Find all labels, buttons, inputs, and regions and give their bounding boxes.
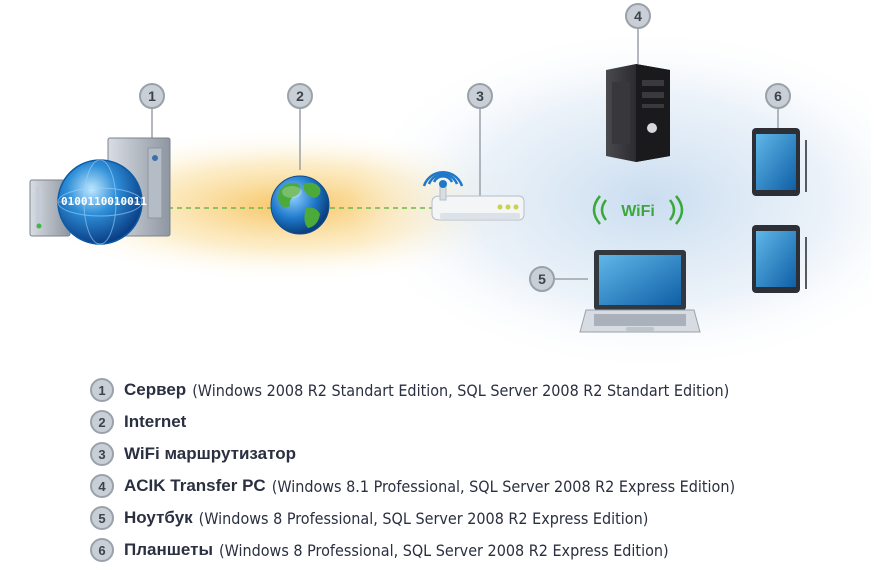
globe-icon — [270, 175, 330, 235]
laptop-icon — [579, 250, 701, 333]
legend-number: 3 — [90, 442, 114, 466]
legend-number: 1 — [90, 378, 114, 402]
legend-detail: (Windows 8 Professional, SQL Server 2008… — [218, 540, 669, 560]
badge-laptop: 5 — [529, 266, 555, 292]
tablet-icon — [752, 225, 807, 293]
legend-number: 2 — [90, 410, 114, 434]
badge-tablets: 6 — [765, 83, 791, 109]
desktop-tower-icon — [606, 64, 670, 162]
badge-desktop: 4 — [625, 3, 651, 29]
legend-item: 5 Ноутбук (Windows 8 Professional, SQL S… — [90, 502, 850, 534]
legend-item: 3 WiFi маршрутизатор — [90, 438, 850, 470]
legend-detail: (Windows 8 Professional, SQL Server 2008… — [198, 508, 649, 528]
server-binary-text: 0100110010011 — [61, 195, 147, 208]
tablet-icon — [752, 128, 807, 196]
legend-name: ACIK Transfer PC — [124, 476, 266, 495]
legend-name: Планшеты — [124, 540, 213, 559]
wifi-signal: WiFi — [592, 195, 684, 225]
legend-detail: (Windows 8.1 Professional, SQL Server 20… — [271, 476, 736, 496]
legend: 1 Сервер (Windows 2008 R2 Standart Editi… — [90, 374, 850, 566]
legend-name: Internet — [124, 412, 187, 431]
legend-item: 4 ACIK Transfer PC (Windows 8.1 Professi… — [90, 470, 850, 502]
legend-item: 2 Internet — [90, 406, 850, 438]
badge-router: 3 — [467, 83, 493, 109]
legend-name: WiFi маршрутизатор — [124, 444, 296, 463]
legend-number: 6 — [90, 538, 114, 562]
badge-server: 1 — [139, 83, 165, 109]
legend-number: 5 — [90, 506, 114, 530]
legend-item: 6 Планшеты (Windows 8 Professional, SQL … — [90, 534, 850, 566]
server-icon: 0100110010011 — [29, 137, 171, 245]
router-icon — [422, 171, 525, 221]
legend-name: Ноутбук — [124, 508, 193, 527]
legend-item: 1 Сервер (Windows 2008 R2 Standart Editi… — [90, 374, 850, 406]
legend-detail: (Windows 2008 R2 Standart Edition, SQL S… — [192, 380, 730, 400]
badge-leaders — [151, 28, 779, 280]
network-diagram: 0100110010011 WiFi — [20, 25, 871, 365]
wifi-label: WiFi — [621, 203, 655, 220]
legend-number: 4 — [90, 474, 114, 498]
badge-internet: 2 — [287, 83, 313, 109]
legend-name: Сервер — [124, 380, 187, 399]
